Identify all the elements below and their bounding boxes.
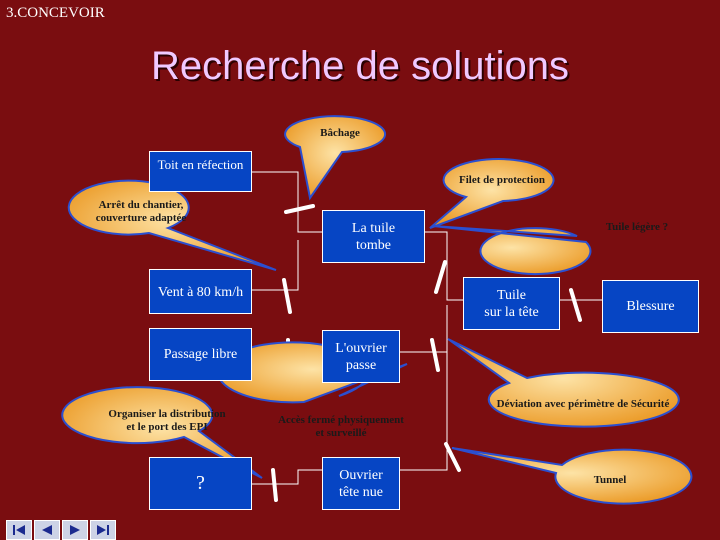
box-tete-nue: Ouvrier tête nue — [322, 457, 400, 510]
previous-icon — [42, 525, 52, 535]
nav-next-button[interactable] — [62, 520, 88, 540]
barrier-mark — [282, 278, 292, 314]
barrier-mark — [430, 338, 440, 372]
slide-title: Recherche de solutions — [150, 44, 570, 88]
callout-bubble-organiser — [61, 386, 263, 479]
callout-filet: Filet de protection — [459, 173, 545, 186]
barrier-mark — [434, 260, 447, 294]
box-ouvrier-passe: L'ouvrier passe — [322, 330, 400, 383]
box-tuile-tombe: La tuile tombe — [322, 210, 425, 263]
callout-organiser: Organiser la distribution et le port des… — [108, 408, 226, 433]
box-question: ? — [149, 457, 252, 510]
last-icon — [97, 525, 109, 535]
callout-bubble-bachage — [284, 115, 387, 201]
connector-question — [252, 469, 322, 485]
callout-acces: Accès fermé physiquement et surveillé — [278, 414, 404, 439]
barrier-mark — [271, 468, 278, 502]
callout-bubble-arret — [67, 179, 277, 271]
box-tuile-tete: Tuile sur la tête — [463, 277, 560, 330]
connector-toit — [252, 171, 322, 233]
barrier-mark — [284, 204, 315, 214]
callout-bubble-tunnel — [451, 447, 693, 505]
connector-tete-nue — [400, 352, 448, 471]
callout-tunnel: Tunnel — [593, 473, 627, 486]
box-blessure: Blessure — [602, 280, 699, 333]
section-label: 3.CONCEVOIR — [6, 5, 105, 21]
box-vent: Vent à 80 km/h — [149, 269, 252, 314]
nav-first-button[interactable] — [6, 520, 32, 540]
callout-shapes — [61, 115, 693, 505]
callout-arret: Arrêt du chantier, couverture adaptée — [95, 199, 187, 224]
callout-bubble-tuile-legere — [432, 225, 592, 276]
connector-vent — [250, 240, 299, 291]
barrier-mark — [444, 442, 461, 472]
box-toit: Toit en réfection — [149, 151, 252, 192]
callout-deviation: Déviation avec périmètre de Sécurité — [496, 397, 670, 410]
next-icon — [70, 525, 80, 535]
first-icon — [13, 525, 25, 535]
connector-ouvrier-passe — [400, 305, 448, 353]
nav-last-button[interactable] — [90, 520, 116, 540]
callout-bubble-deviation — [447, 338, 680, 428]
callout-tuile-legere: Tuile légère ? — [605, 220, 669, 233]
connector-lines — [250, 171, 602, 485]
callout-bubble-filet — [429, 158, 555, 229]
callout-bachage: Bâchage — [320, 126, 360, 139]
connector-tuile-tombe — [425, 231, 463, 301]
box-passage: Passage libre — [149, 328, 252, 381]
nav-previous-button[interactable] — [34, 520, 60, 540]
barrier-mark — [569, 288, 582, 322]
